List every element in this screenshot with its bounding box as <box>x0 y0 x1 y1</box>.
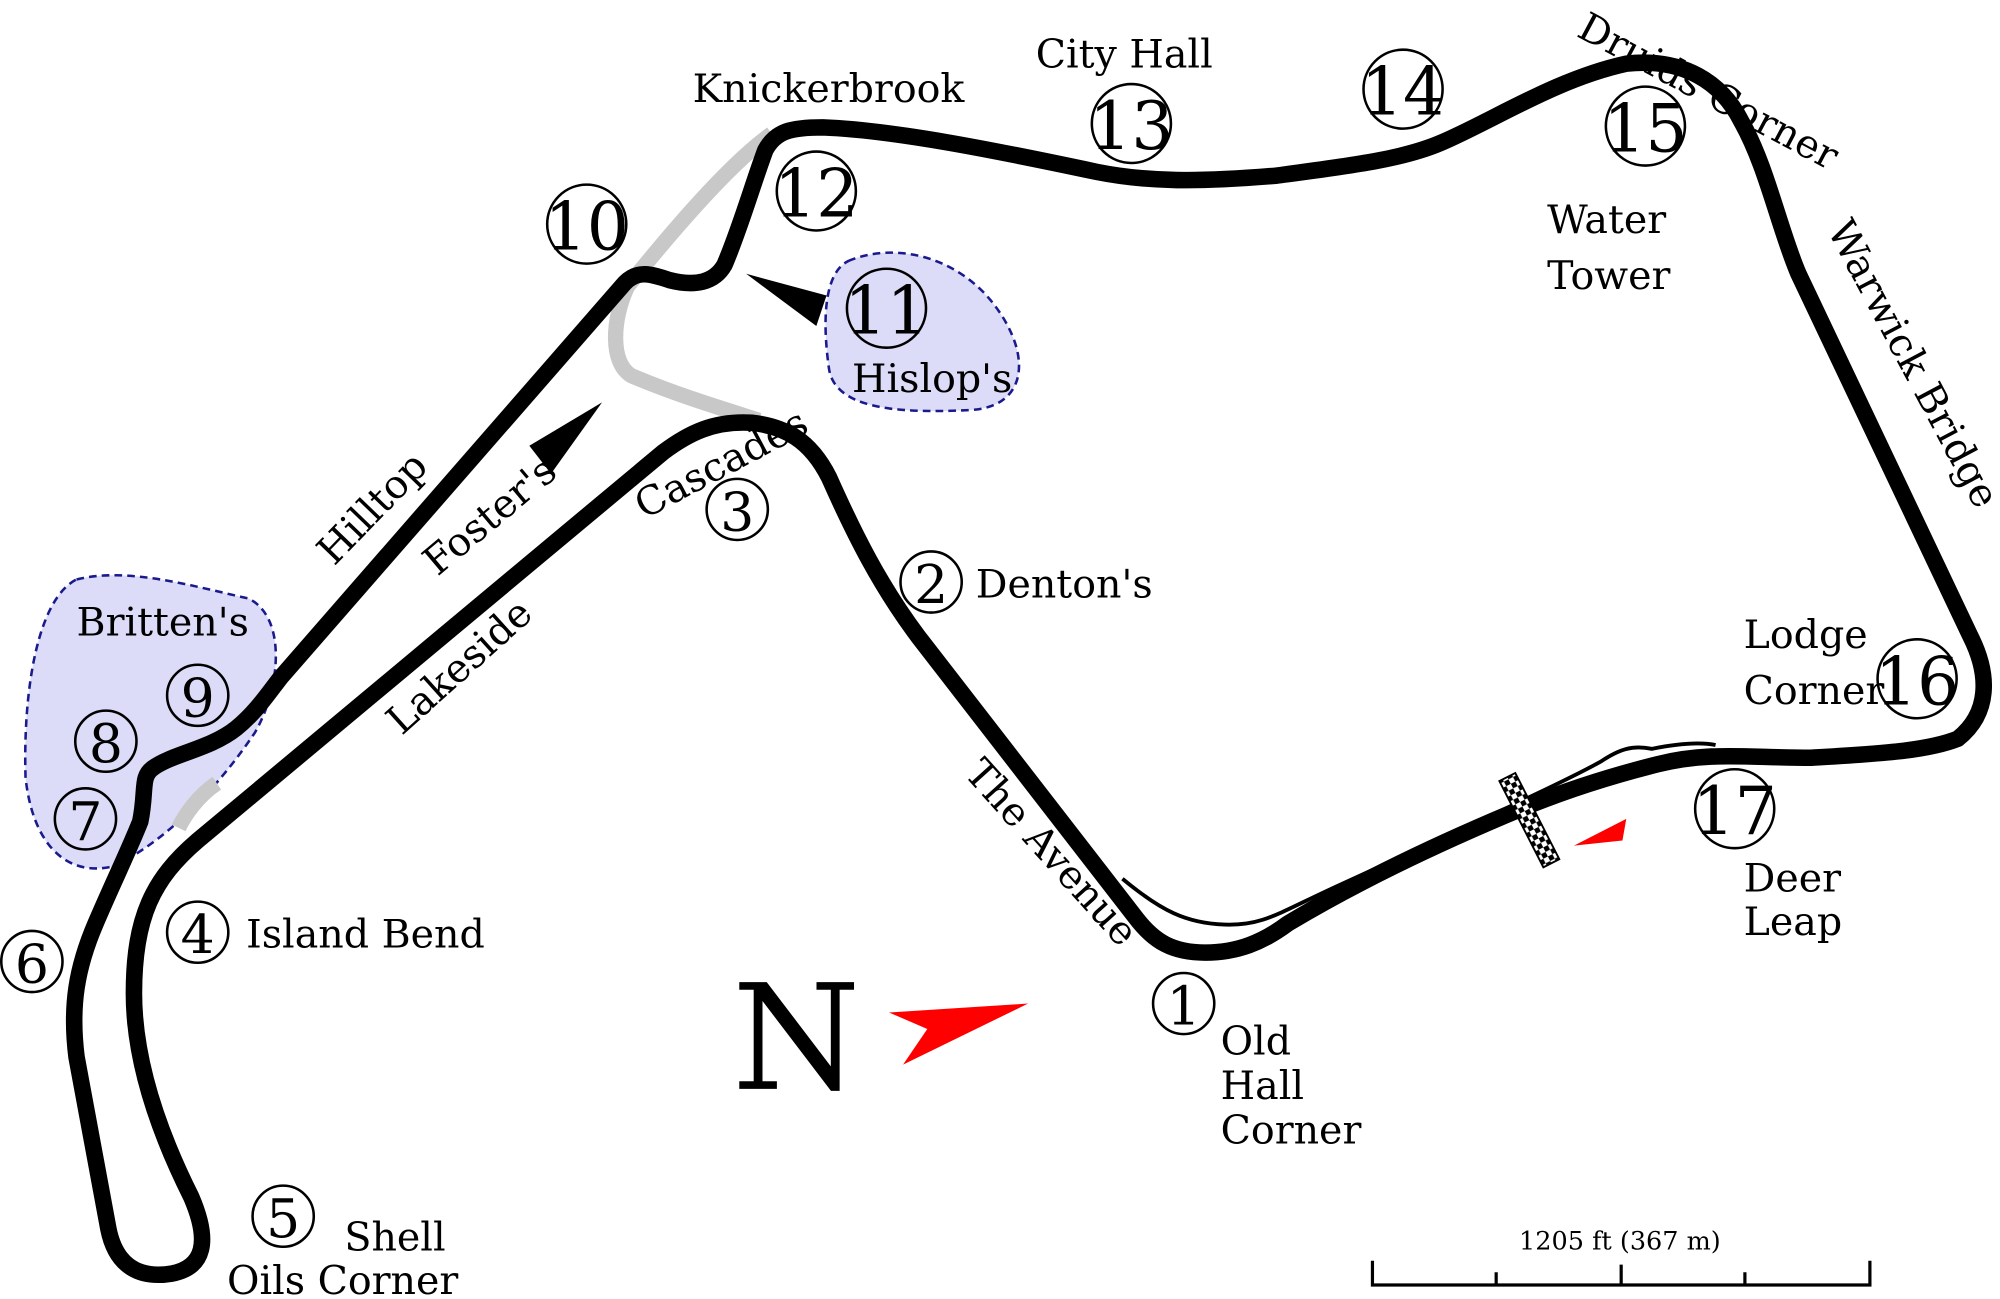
label-deer-leap: Deer <box>1744 855 1841 901</box>
corner-3: 3 <box>705 477 770 543</box>
north-arrow-icon <box>889 1003 1029 1065</box>
corner-number: 11 <box>844 272 928 350</box>
corner-2: 2 <box>899 550 964 616</box>
label-water-tower: Water <box>1547 197 1666 243</box>
label-fosters: Foster's <box>414 448 565 585</box>
label-old-hall-corner: Old <box>1221 1019 1291 1065</box>
old-track-section <box>608 127 777 428</box>
corner-11: 11 <box>844 267 929 350</box>
brittens-zone <box>23 574 277 870</box>
hislops-zone <box>824 251 1021 413</box>
corner-12: 12 <box>774 150 859 233</box>
corner-16: 16 <box>1875 638 1959 720</box>
corner-number: 17 <box>1692 772 1776 850</box>
corner-number: 14 <box>1361 53 1445 131</box>
label-deer-leap: Leap <box>1744 899 1843 945</box>
corner-9: 9 <box>165 663 230 729</box>
label-the-avenue: The Avenue <box>956 750 1147 955</box>
label-lodge-corner: Corner <box>1744 668 1885 714</box>
label-hislops: Hislop's <box>852 356 1012 402</box>
corner-1: 1 <box>1151 971 1216 1038</box>
race-track <box>65 54 1992 1283</box>
label-island-bend: Island Bend <box>246 912 485 958</box>
north-label: N <box>732 953 860 1124</box>
label-lodge-corner: Lodge <box>1744 612 1868 658</box>
corner-number: 7 <box>68 790 102 853</box>
corner-number: 15 <box>1603 90 1687 168</box>
corner-13: 13 <box>1089 82 1174 165</box>
start-direction-arrow-icon <box>1573 818 1627 846</box>
corner-17: 17 <box>1692 767 1777 850</box>
corner-number: 1 <box>1167 975 1201 1038</box>
corner-5: 5 <box>251 1184 316 1250</box>
direction-arrow-icon <box>529 402 603 474</box>
direction-arrow-icon <box>746 273 827 327</box>
corner-number: 2 <box>914 553 948 616</box>
old-track-section <box>171 776 222 832</box>
scale-bar: 1205 ft (367 m) <box>1370 1226 1872 1287</box>
label-dentons: Denton's <box>976 561 1153 607</box>
label-old-hall-corner: Hall <box>1221 1063 1304 1109</box>
label-water-tower: Tower <box>1547 253 1670 299</box>
corner-number: 3 <box>720 480 754 543</box>
label-shell-oils-corner: Shell <box>344 1215 445 1261</box>
label-brittens: Britten's <box>77 600 249 646</box>
label-city-hall: City Hall <box>1036 32 1213 78</box>
corner-4: 4 <box>165 900 230 966</box>
corner-number: 6 <box>15 933 49 996</box>
corner-14: 14 <box>1361 48 1445 131</box>
corner-number: 10 <box>545 188 629 266</box>
corner-number: 12 <box>774 155 858 233</box>
label-knickerbrook: Knickerbrook <box>693 66 966 112</box>
corner-15: 15 <box>1603 85 1688 168</box>
corner-number: 8 <box>89 712 123 775</box>
label-shell-oils-corner: Oils Corner <box>227 1258 458 1299</box>
corner-number: 13 <box>1089 87 1173 165</box>
corner-6: 6 <box>0 929 64 996</box>
corner-10: 10 <box>545 183 629 266</box>
start-finish-line <box>1498 771 1561 869</box>
corner-number: 4 <box>181 903 215 966</box>
corner-7: 7 <box>53 787 118 853</box>
corner-8: 8 <box>73 709 138 775</box>
corner-number: 9 <box>181 666 215 729</box>
corner-number: 5 <box>266 1187 300 1250</box>
label-old-hall-corner: Corner <box>1221 1108 1362 1154</box>
scale-bar-label: 1205 ft (367 m) <box>1519 1226 1721 1256</box>
corner-number: 16 <box>1875 642 1959 720</box>
